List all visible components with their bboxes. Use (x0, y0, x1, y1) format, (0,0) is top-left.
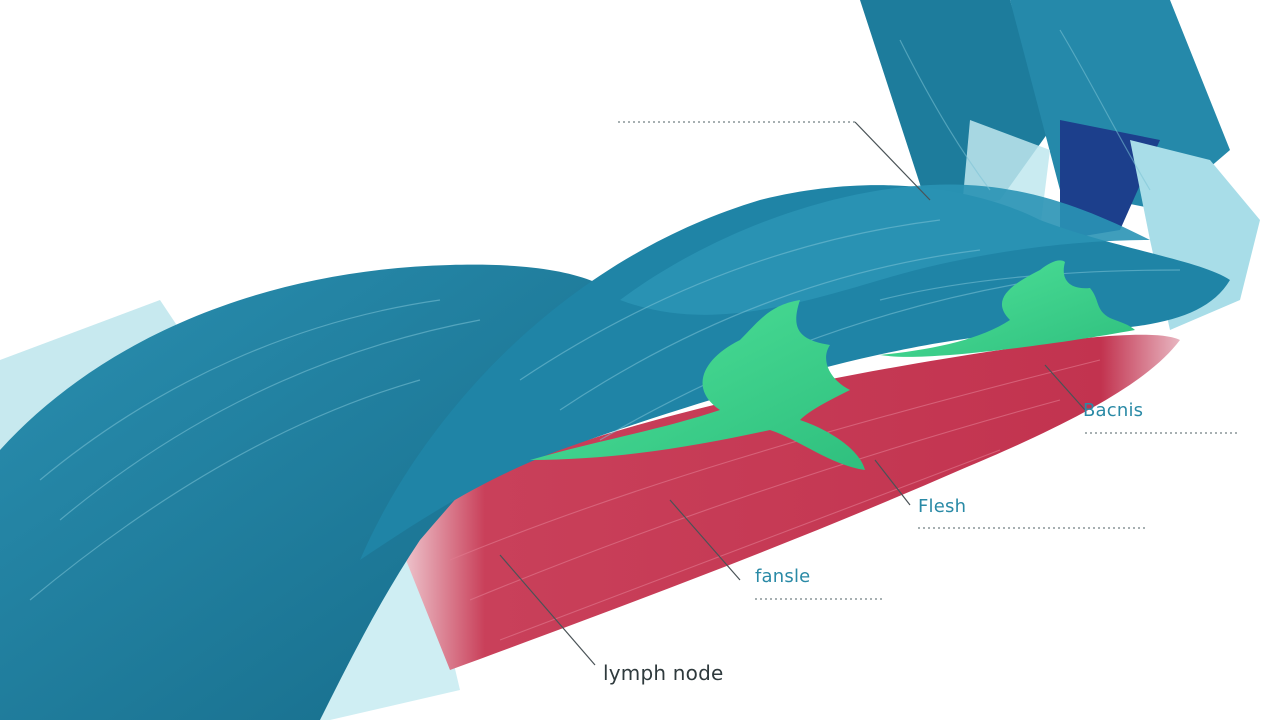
red-fibers (449, 359, 1101, 641)
label-fansle: fansle (755, 566, 811, 587)
upper-blue-band (620, 184, 1150, 315)
green-node-left (530, 300, 865, 470)
dotted-underlines (618, 121, 1238, 600)
label-bacnis: Bacnis (1083, 400, 1144, 421)
muscle-fibers (29, 29, 1181, 601)
green-node-right (880, 260, 1135, 357)
red-muscle (390, 334, 1180, 670)
leader-lines (499, 121, 1086, 666)
label-lymph-node: lymph node (603, 661, 724, 685)
label-flesh: Flesh (918, 496, 967, 517)
